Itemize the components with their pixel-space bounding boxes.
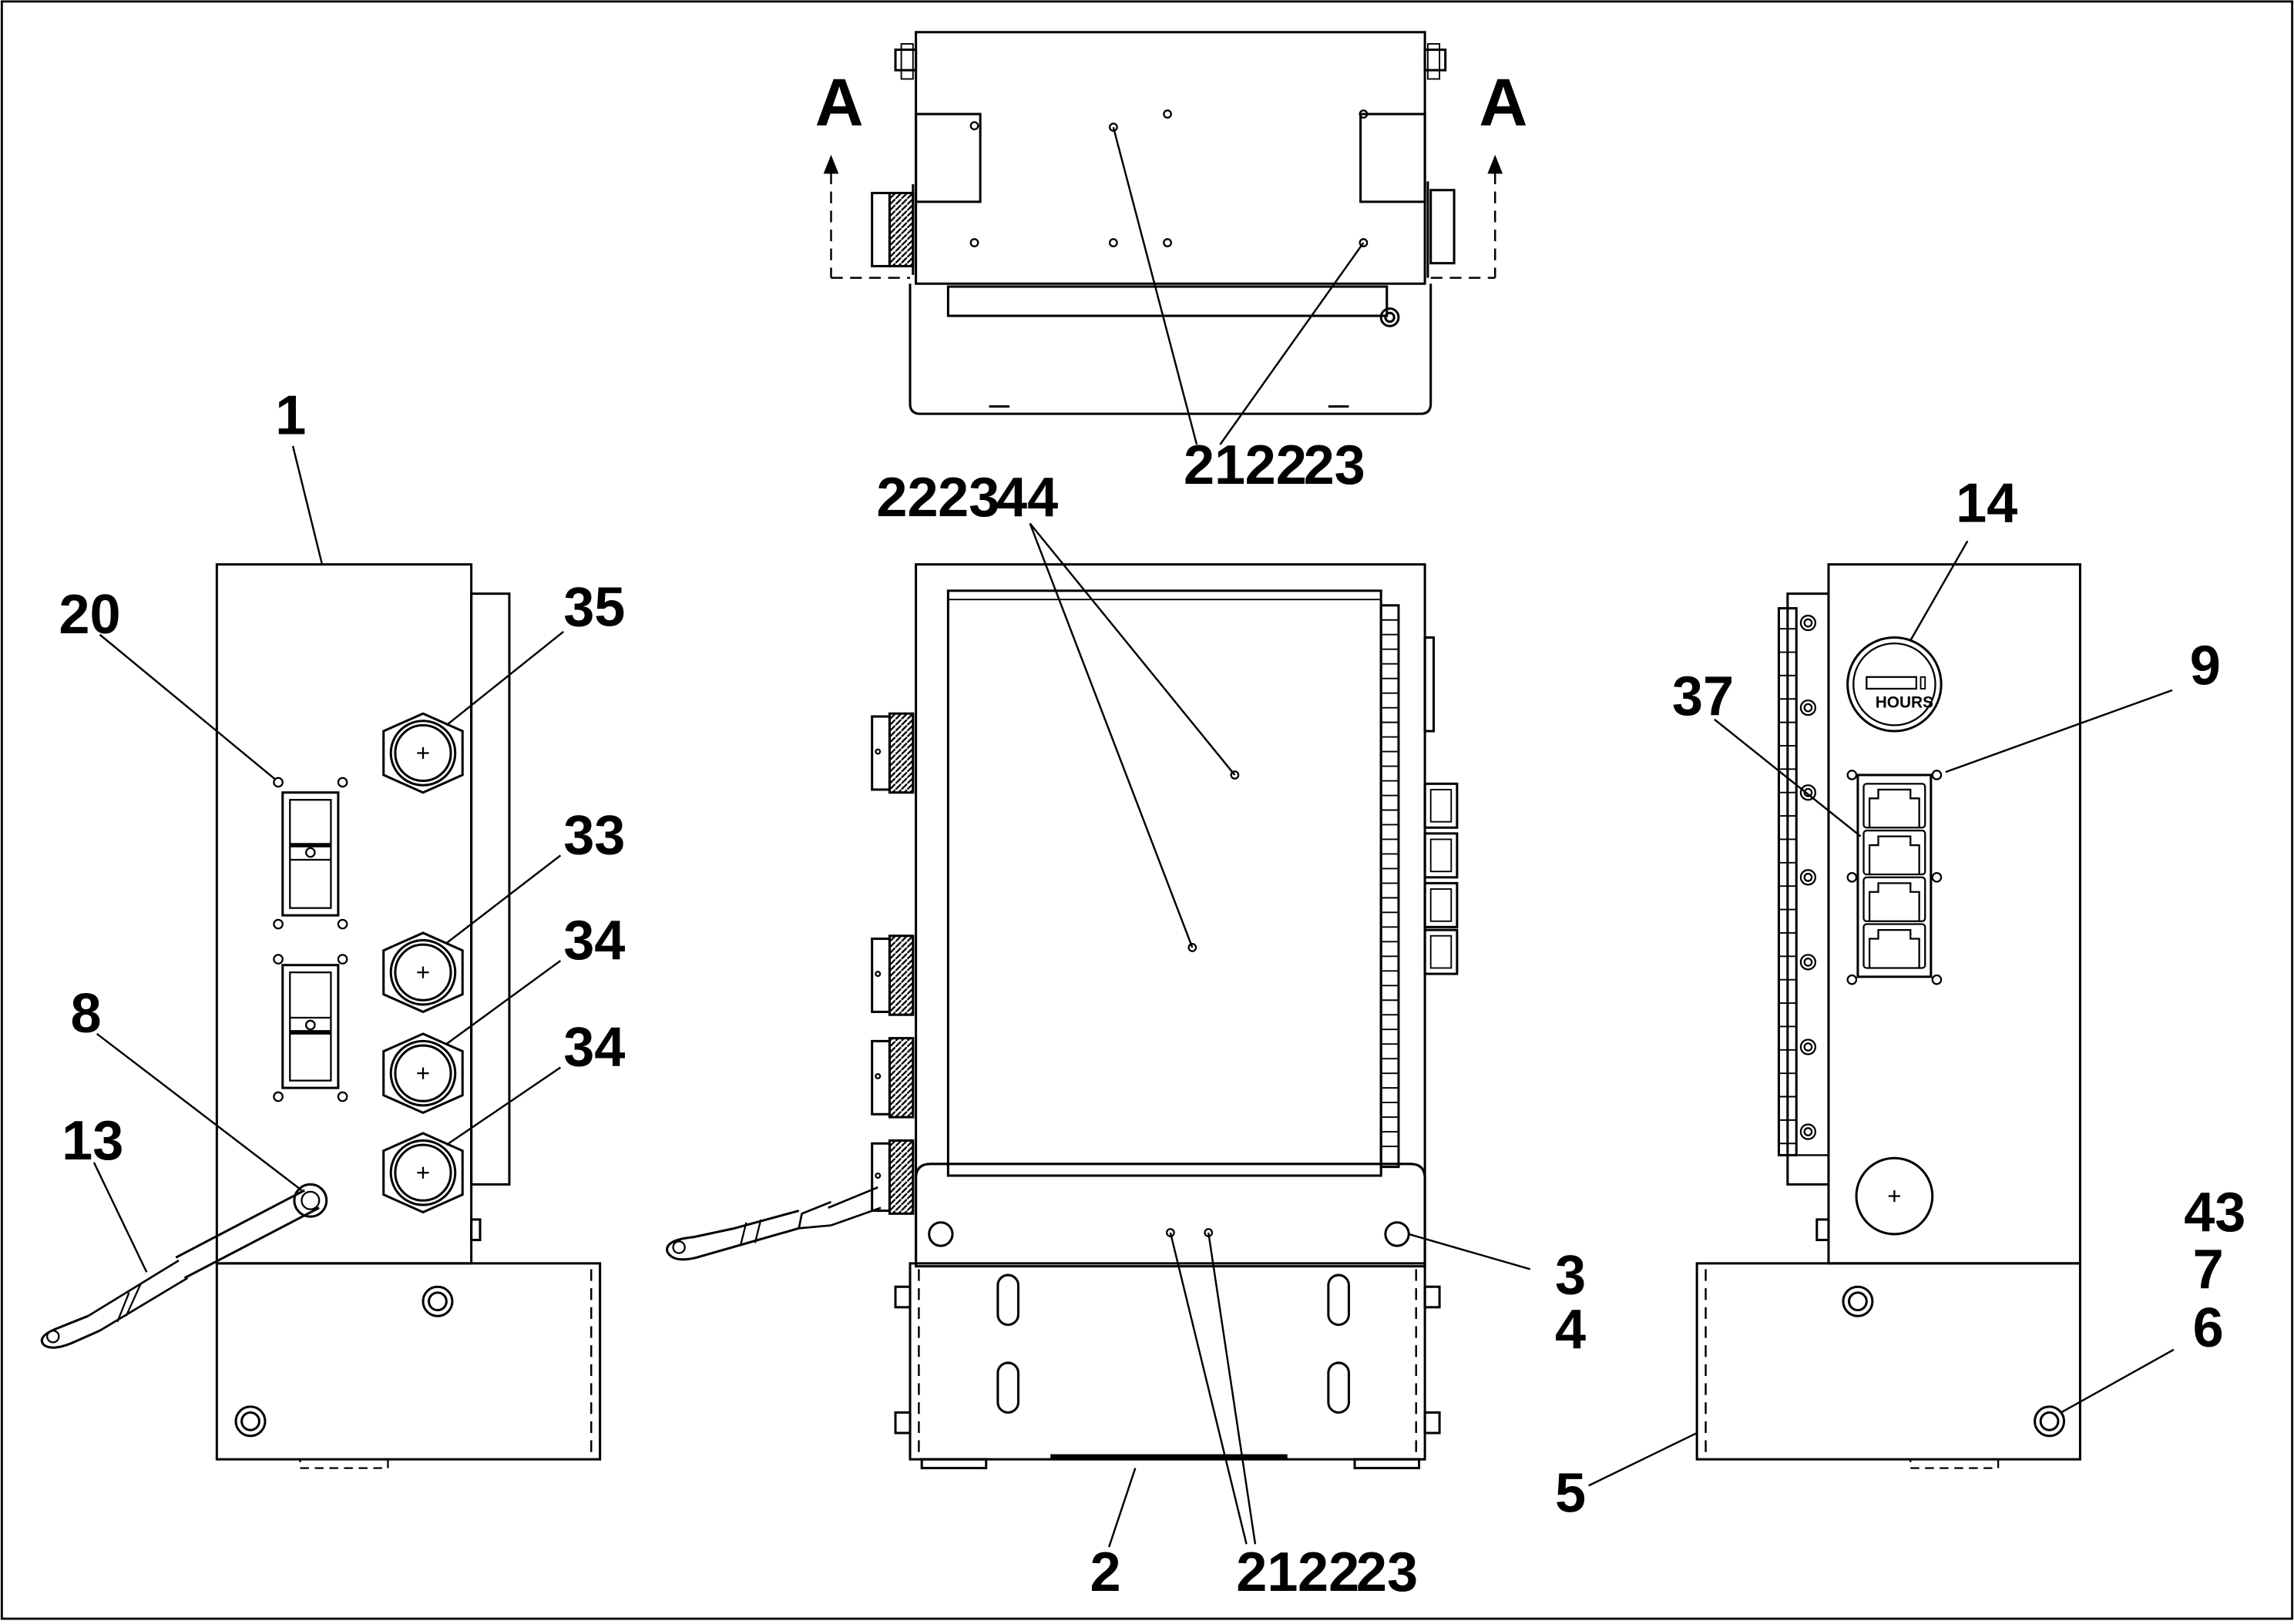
callout-top-21: 21 bbox=[1184, 435, 1245, 496]
callout-5: 5 bbox=[1555, 1463, 1586, 1525]
callout-1: 1 bbox=[275, 385, 306, 447]
callout-33: 33 bbox=[563, 804, 625, 866]
front-view-upper-body bbox=[915, 563, 1426, 1268]
left-view-upper-body bbox=[215, 563, 473, 1265]
callout-bottom-21: 21 bbox=[1236, 1542, 1298, 1603]
callout-37: 37 bbox=[1672, 666, 1734, 727]
callout-13: 13 bbox=[62, 1110, 123, 1172]
right-terminal-strip bbox=[1777, 607, 1798, 1156]
callout-4: 4 bbox=[1555, 1299, 1586, 1361]
hex-fitting-35 bbox=[382, 712, 464, 794]
right-side-view bbox=[1588, 540, 2175, 1487]
callout-bottom-23: 23 bbox=[1356, 1542, 1418, 1603]
callout-34-upper: 34 bbox=[563, 910, 625, 971]
terminal-strip bbox=[1379, 604, 1400, 1169]
hour-meter bbox=[1846, 636, 1943, 733]
hour-meter-label: HOURS bbox=[1876, 694, 1933, 712]
callout-20: 20 bbox=[59, 584, 120, 646]
callout-34-lower: 34 bbox=[563, 1017, 625, 1079]
switch-lower bbox=[281, 964, 340, 1089]
front-connector-2-thread bbox=[888, 934, 915, 1016]
front-connector-4-thread bbox=[888, 1139, 915, 1215]
left-view-lower-box bbox=[215, 1262, 602, 1461]
callout-2: 2 bbox=[1090, 1542, 1120, 1603]
callout-35: 35 bbox=[563, 576, 625, 638]
switch-upper bbox=[281, 791, 340, 917]
terminal-strip-ticks bbox=[1381, 619, 1399, 1147]
hex-fitting-33 bbox=[382, 931, 464, 1014]
front-view bbox=[666, 522, 1531, 1548]
callout-6: 6 bbox=[2193, 1297, 2224, 1359]
front-connector-1-thread bbox=[888, 712, 915, 794]
right-view-lower-box bbox=[1695, 1262, 2081, 1461]
callout-7: 7 bbox=[2193, 1239, 2224, 1300]
callout-top-23: 23 bbox=[1304, 435, 1365, 496]
front-view-lower-box bbox=[909, 1262, 1426, 1461]
callout-front-23: 23 bbox=[938, 467, 999, 528]
left-side-view bbox=[40, 445, 602, 1469]
callout-8: 8 bbox=[71, 983, 102, 1045]
plus-marks bbox=[417, 747, 1900, 1203]
front-connector-3-thread bbox=[888, 1037, 915, 1119]
front-panel bbox=[946, 589, 1382, 1177]
right-view-upper-body bbox=[1827, 563, 2081, 1265]
callout-3: 3 bbox=[1555, 1245, 1586, 1307]
top-left-connector-thread bbox=[888, 192, 915, 267]
top-view bbox=[823, 31, 1503, 445]
callout-14: 14 bbox=[1956, 473, 2017, 535]
section-mark-left: A bbox=[815, 65, 864, 140]
callout-9: 9 bbox=[2190, 635, 2221, 696]
callout-top-22: 22 bbox=[1245, 435, 1307, 496]
hex-fitting-34-lower bbox=[382, 1132, 464, 1214]
callout-front-22: 22 bbox=[876, 467, 938, 528]
callout-bottom-22: 22 bbox=[1298, 1542, 1359, 1603]
callout-43: 43 bbox=[2184, 1182, 2245, 1243]
section-mark-right: A bbox=[1479, 65, 1527, 140]
breaker-block bbox=[1856, 773, 1933, 978]
hex-fitting-34-upper bbox=[382, 1032, 464, 1115]
callout-front-44: 44 bbox=[996, 467, 1058, 528]
